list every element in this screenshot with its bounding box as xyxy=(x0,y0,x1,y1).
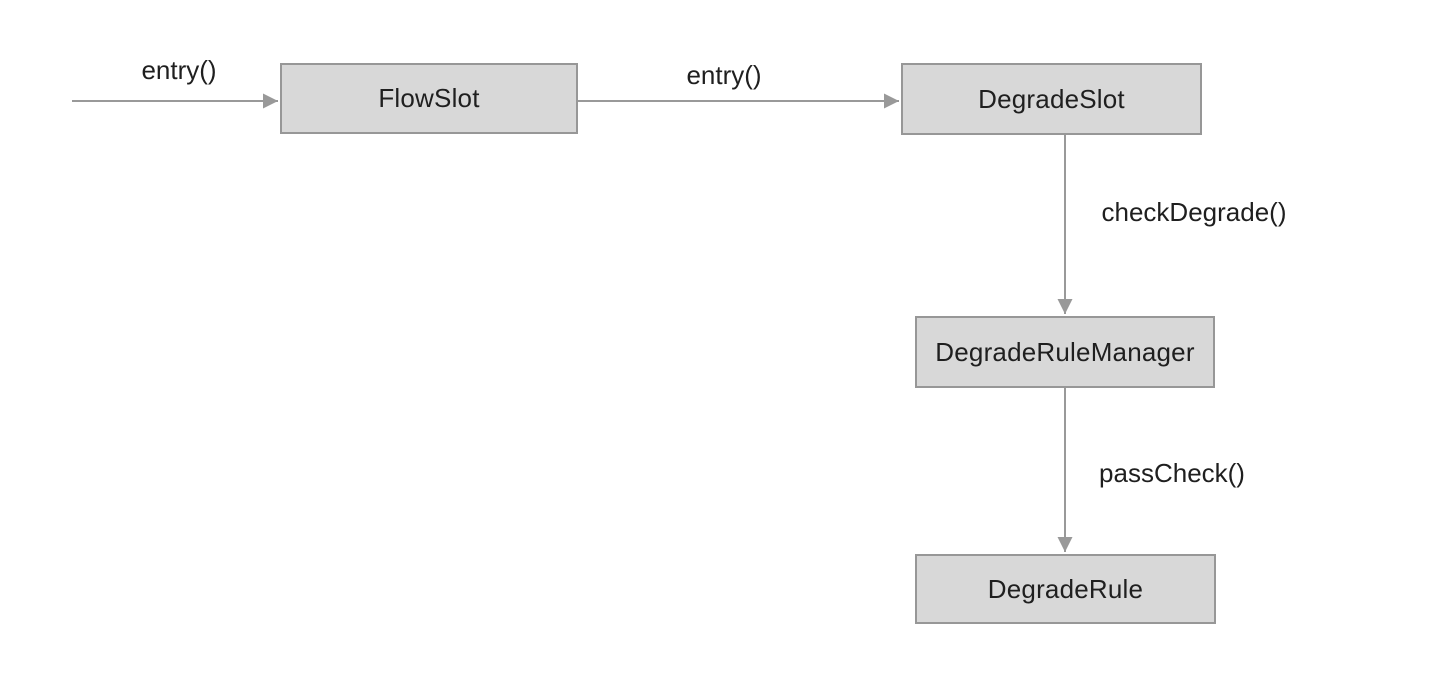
node-degrade-slot: DegradeSlot xyxy=(901,63,1202,135)
node-degrade-rule-manager: DegradeRuleManager xyxy=(915,316,1215,388)
node-degrade-slot-label: DegradeSlot xyxy=(978,83,1125,114)
node-flow-slot-label: FlowSlot xyxy=(378,83,480,113)
edge-label-entry-1: entry() xyxy=(141,55,217,85)
node-degrade-rule-label: DegradeRule xyxy=(987,573,1144,604)
node-degrade-rule: DegradeRule xyxy=(915,554,1216,624)
node-flow-slot: FlowSlot xyxy=(280,63,578,134)
node-degrade-rule-manager-label: DegradeRuleManager xyxy=(935,336,1195,367)
edge-label-entry-2: entry() xyxy=(686,60,762,90)
edge-label-pass-check: passCheck() xyxy=(1099,458,1245,488)
edge-label-check-degrade: checkDegrade() xyxy=(1101,197,1287,227)
